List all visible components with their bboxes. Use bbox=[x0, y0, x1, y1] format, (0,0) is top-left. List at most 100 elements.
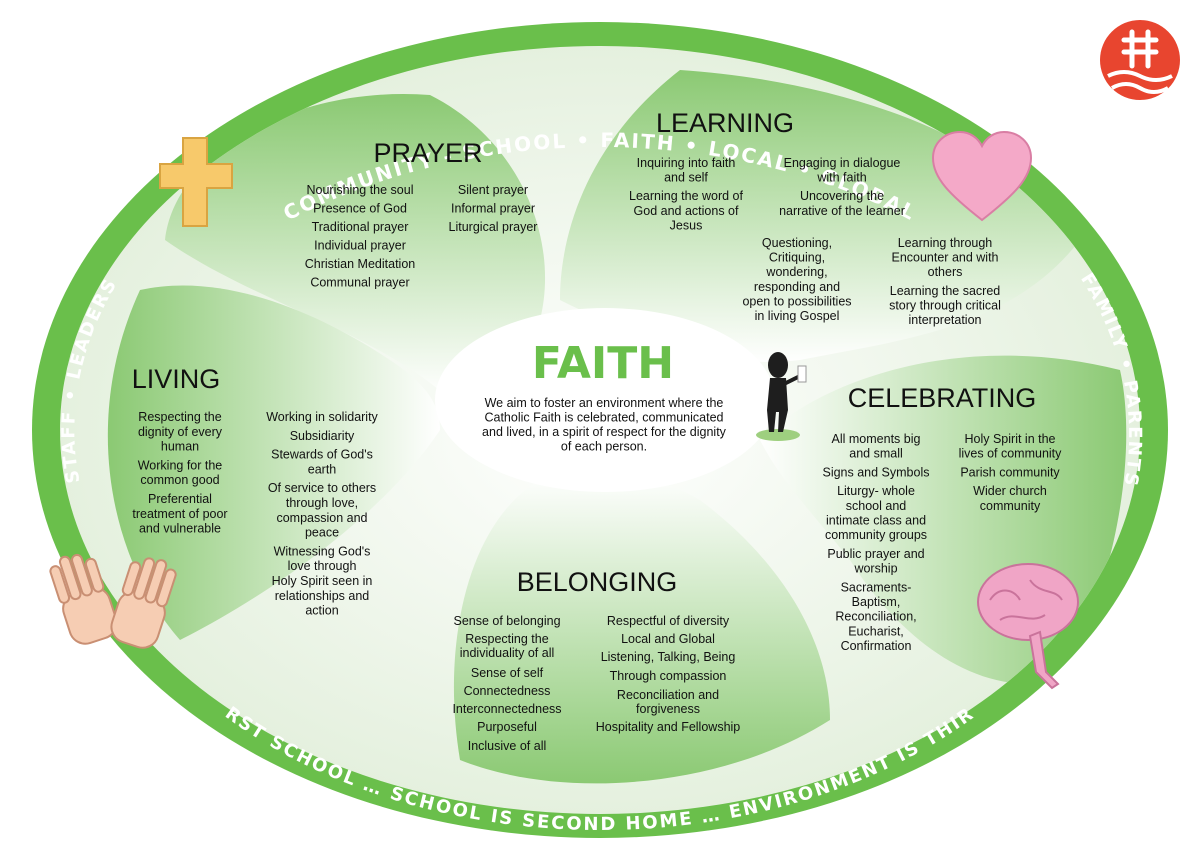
belonging-item: Through compassion bbox=[610, 669, 727, 683]
living-item: Preferential bbox=[148, 492, 212, 506]
learning-col3: Questioning,Critiquing,wondering,respond… bbox=[742, 236, 851, 323]
belonging-item: forgiveness bbox=[636, 702, 700, 716]
celebrating-item: community bbox=[980, 499, 1041, 513]
celebrating-item: Sacraments- bbox=[841, 580, 912, 594]
petal-living bbox=[107, 285, 441, 640]
belonging-item: Respectful of diversity bbox=[607, 614, 730, 628]
celebrating-item: Liturgy- whole bbox=[837, 484, 915, 498]
living-item: Working for the bbox=[138, 458, 223, 472]
hands-icon bbox=[49, 553, 177, 649]
learning-item: wondering, bbox=[765, 265, 827, 279]
cross-icon bbox=[159, 137, 233, 227]
learning-item: Inquiring into faith bbox=[637, 156, 736, 170]
living-item: Holy Spirit seen in bbox=[272, 574, 373, 588]
celebrating-item: school and bbox=[846, 499, 907, 513]
center-text: We aim to foster an environment where th… bbox=[482, 396, 727, 454]
learning-item: and self bbox=[664, 171, 708, 185]
belonging-item: individuality of all bbox=[460, 646, 555, 660]
figure-icon bbox=[756, 352, 807, 441]
celebrating-title: CELEBRATING bbox=[848, 383, 1037, 413]
living-item: Respecting the bbox=[138, 410, 221, 424]
learning-item: open to possibilities bbox=[742, 294, 851, 308]
living-item: compassion and bbox=[276, 511, 367, 525]
learning-item: Jesus bbox=[670, 218, 703, 232]
learning-item: Learning through bbox=[898, 236, 993, 250]
learning-item: with faith bbox=[816, 171, 866, 185]
center-ellipse bbox=[435, 308, 775, 492]
belonging-item: Sense of self bbox=[471, 666, 544, 680]
prayer-item: Presence of God bbox=[313, 202, 407, 216]
belonging-item: Sense of belonging bbox=[453, 614, 560, 628]
celebrating-item: Eucharist, bbox=[848, 624, 904, 638]
celebrating-item: Public prayer and bbox=[827, 547, 924, 561]
learning-item: Questioning, bbox=[762, 236, 832, 250]
living-item: and vulnerable bbox=[139, 522, 221, 536]
belonging-item: Interconnectedness bbox=[452, 702, 561, 716]
center-text-line: and lived, in a spirit of respect for th… bbox=[482, 425, 727, 439]
celebrating-item: Confirmation bbox=[841, 639, 912, 653]
center-text-line: of each person. bbox=[561, 440, 647, 454]
living-item: Stewards of God's bbox=[271, 448, 373, 462]
prayer-item: Individual prayer bbox=[314, 239, 406, 253]
prayer-item: Nourishing the soul bbox=[306, 183, 413, 197]
living-item: human bbox=[161, 440, 199, 454]
celebrating-item: Baptism, bbox=[852, 595, 901, 609]
learning-item: others bbox=[928, 265, 963, 279]
prayer-item: Silent prayer bbox=[458, 183, 528, 197]
prayer-item: Communal prayer bbox=[310, 276, 409, 290]
learning-item: responding and bbox=[754, 280, 840, 294]
living-item: peace bbox=[305, 526, 339, 540]
brain-icon bbox=[977, 563, 1079, 690]
living-item: common good bbox=[140, 473, 219, 487]
celebrating-item: All moments big bbox=[832, 432, 921, 446]
learning-item: interpretation bbox=[909, 313, 982, 327]
celebrating-item: and small bbox=[849, 447, 903, 461]
petal-prayer bbox=[165, 93, 546, 395]
heart-icon bbox=[931, 130, 1033, 222]
learning-item: Learning the word of bbox=[629, 189, 743, 203]
prayer-item: Informal prayer bbox=[451, 202, 535, 216]
learning-item: Learning the sacred bbox=[890, 284, 1001, 298]
petal-belonging bbox=[453, 474, 830, 784]
learning-item: God and actions of bbox=[634, 204, 739, 218]
belonging-item: Inclusive of all bbox=[468, 739, 547, 753]
living-item: treatment of poor bbox=[132, 507, 227, 521]
celebrating-item: intimate class and bbox=[826, 514, 926, 528]
celebrating-item: Wider church bbox=[973, 484, 1047, 498]
celebrating-item: Reconciliation, bbox=[835, 610, 916, 624]
living-item: through love, bbox=[286, 496, 358, 510]
living-item: earth bbox=[308, 462, 337, 476]
belonging-item: Local and Global bbox=[621, 632, 715, 646]
celebrating-item: worship bbox=[853, 562, 897, 576]
living-item: relationships and bbox=[275, 589, 370, 603]
living-col2: Working in solidaritySubsidiaritySteward… bbox=[266, 410, 378, 618]
learning-item: Encounter and with bbox=[891, 251, 998, 265]
belonging-item: Hospitality and Fellowship bbox=[596, 720, 741, 734]
celebrating-item: Holy Spirit in the bbox=[964, 432, 1055, 446]
center-title: FAITH bbox=[532, 338, 674, 389]
learning-item: in living Gospel bbox=[755, 309, 840, 323]
living-item: dignity of every bbox=[138, 425, 223, 439]
prayer-item: Liturgical prayer bbox=[449, 220, 538, 234]
celebrating-item: Parish community bbox=[960, 465, 1060, 479]
center-text-line: We aim to foster an environment where th… bbox=[485, 396, 724, 410]
living-item: action bbox=[305, 604, 338, 618]
center-text-line: Catholic Faith is celebrated, communicat… bbox=[484, 411, 723, 425]
belonging-item: Purposeful bbox=[477, 720, 537, 734]
belonging-item: Reconciliation and bbox=[617, 688, 719, 702]
living-item: Working in solidarity bbox=[266, 410, 378, 424]
prayer-title: PRAYER bbox=[373, 138, 482, 168]
celebrating-item: lives of community bbox=[959, 447, 1063, 461]
living-title: LIVING bbox=[132, 364, 221, 394]
prayer-item: Traditional prayer bbox=[312, 220, 409, 234]
